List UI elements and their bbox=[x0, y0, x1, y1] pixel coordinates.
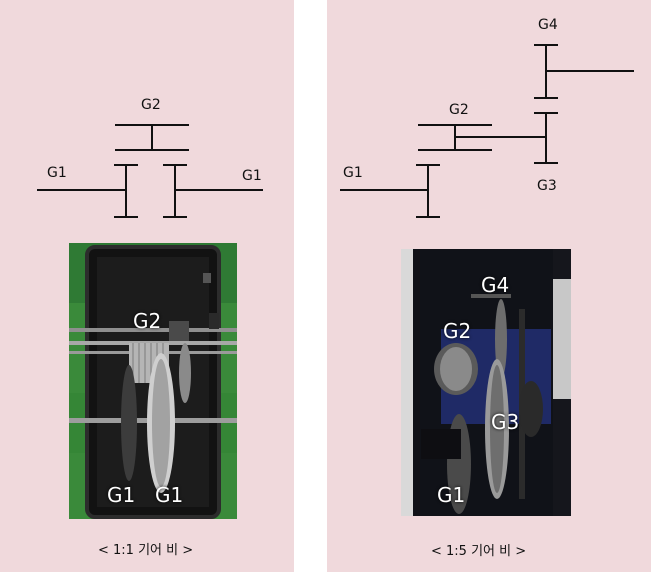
left-photo-label-g1-left: G1 bbox=[107, 483, 136, 507]
right-photo-label-g2: G2 bbox=[443, 319, 472, 343]
gearbox-photo-illustration bbox=[401, 249, 571, 516]
left-label-g1-output: G1 bbox=[242, 168, 262, 184]
right-label-g3: G3 bbox=[537, 178, 557, 194]
gearbox-photo-illustration bbox=[69, 243, 237, 519]
left-caption: < 1:1 기어 비 > bbox=[98, 543, 194, 558]
gearbox-photo-1-to-1: G2 G1 G1 bbox=[69, 243, 237, 519]
left-photo-label-g1-right: G1 bbox=[155, 483, 184, 507]
right-label-g1: G1 bbox=[343, 165, 363, 181]
right-label-g2: G2 bbox=[449, 102, 469, 118]
left-label-g1-input: G1 bbox=[47, 165, 67, 181]
left-photo-label-g2: G2 bbox=[133, 309, 162, 333]
right-caption: < 1:5 기어 비 > bbox=[431, 544, 527, 559]
right-photo-label-g4: G4 bbox=[481, 273, 510, 297]
left-label-g2: G2 bbox=[141, 97, 161, 113]
right-photo-label-g3: G3 bbox=[491, 410, 520, 434]
right-photo-label-g1: G1 bbox=[437, 483, 466, 507]
right-label-g4: G4 bbox=[538, 17, 558, 33]
gearbox-photo-1-to-5: G4 G2 G3 G1 bbox=[401, 249, 571, 516]
